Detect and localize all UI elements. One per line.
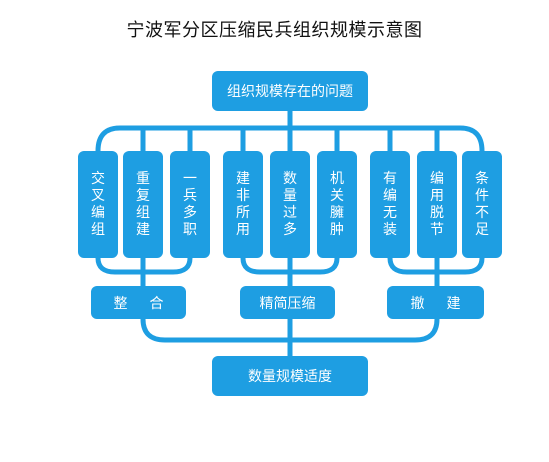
- group-box-streamline: 精简压缩: [240, 286, 335, 319]
- issue-box: 一兵多职: [170, 151, 210, 258]
- issue-label: 有编无装: [383, 170, 397, 238]
- issue-label: 建非所用: [236, 170, 250, 238]
- issue-box: 有编无装: [370, 151, 410, 258]
- issue-box: 机关臃肿: [317, 151, 357, 258]
- top-box-problems: 组织规模存在的问题: [212, 71, 368, 111]
- issue-box: 数量过多: [270, 151, 310, 258]
- issue-box: 建非所用: [223, 151, 263, 258]
- issue-label: 机关臃肿: [330, 170, 344, 238]
- bottom-box-appropriate-scale: 数量规模适度: [212, 356, 368, 396]
- issue-label: 一兵多职: [183, 170, 197, 238]
- page-title: 宁波军分区压缩民兵组织规模示意图: [126, 20, 423, 41]
- group-label: 精简压缩: [259, 295, 316, 312]
- issue-label: 交叉编组: [91, 170, 105, 238]
- issue-label: 条件不足: [475, 170, 489, 238]
- issue-box: 重复组建: [123, 151, 163, 258]
- issue-box: 交叉编组: [78, 151, 118, 258]
- issue-label: 数量过多: [283, 170, 297, 238]
- group-label: 整合: [113, 295, 186, 312]
- issue-label: 重复组建: [136, 170, 150, 238]
- group-box-abolish: 撤建: [387, 286, 484, 319]
- issue-box: 编用脱节: [417, 151, 457, 258]
- group-box-integrate: 整合: [91, 286, 186, 319]
- issue-box: 条件不足: [462, 151, 502, 258]
- issue-label: 编用脱节: [430, 170, 444, 238]
- group-label: 撤建: [410, 295, 483, 312]
